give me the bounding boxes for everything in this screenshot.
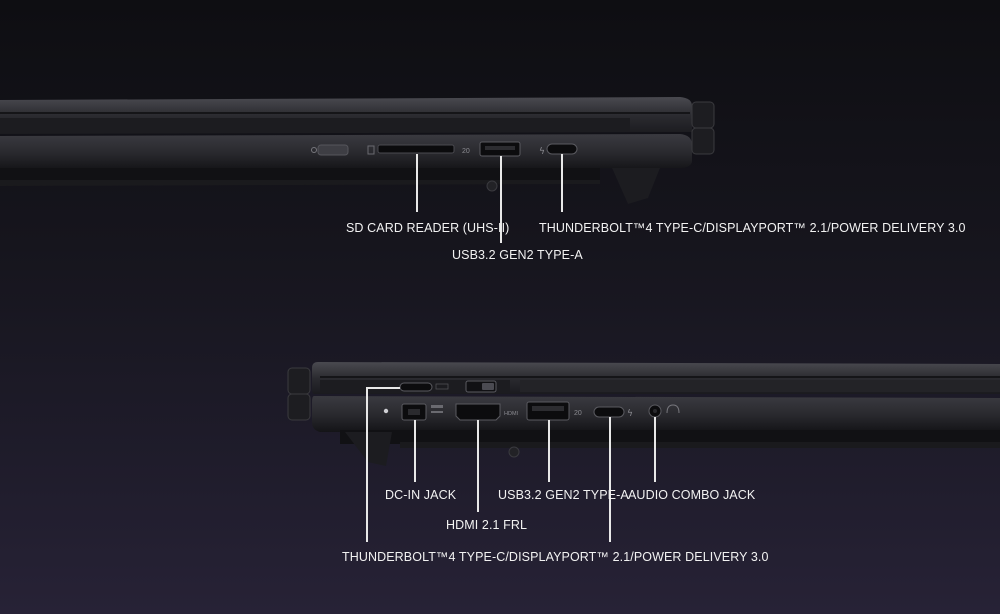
dc-in-port-icon: [401, 403, 443, 421]
thunderbolt-bottom-label: THUNDERBOLT™4 TYPE-C/DISPLAYPORT™ 2.1/PO…: [342, 550, 769, 564]
svg-text:ϟ: ϟ: [627, 409, 633, 419]
power-button-icon: [311, 144, 349, 156]
usb-a-port-icon: [479, 141, 521, 157]
leader-line-thunderbolt-right: [609, 417, 611, 542]
leader-line-thunderbolt-left: [366, 387, 368, 542]
usb-a-port-icon: 20: [526, 401, 582, 421]
sd-card-icon: [367, 144, 455, 155]
hdmi-label: HDMI 2.1 FRL: [446, 518, 528, 532]
audio-combo-label: AUDIO COMBO JACK: [628, 488, 756, 502]
leader-line-thunderbolt: [561, 154, 563, 212]
dc-in-label: DC-IN JACK: [385, 488, 457, 502]
leader-line-audio: [654, 417, 656, 482]
leader-line-usb-a: [500, 156, 502, 243]
leader-line-hdmi: [477, 420, 479, 512]
headset-icon: [666, 404, 680, 414]
leader-line-sd-card: [416, 154, 418, 212]
usb-a-label: USB3.2 GEN2 TYPE-A: [452, 248, 583, 262]
audio-jack-icon: [648, 404, 662, 418]
status-led-icon: [383, 408, 389, 414]
leader-line-thunderbolt-hook: [366, 387, 400, 389]
thunderbolt-port-icon: ϟ: [593, 406, 633, 419]
leader-line-usb-a-bottom: [548, 420, 550, 482]
bottom-laptop-body: [287, 362, 1000, 466]
leader-line-dc-in: [414, 420, 416, 482]
hdmi-marking-text: HDMI: [504, 411, 519, 417]
thunderbolt-port-icon: [399, 382, 449, 392]
thunderbolt-label: THUNDERBOLT™4 TYPE-C/DISPLAYPORT™ 2.1/PO…: [539, 221, 966, 235]
hdmi-port-icon: HDMI: [455, 403, 519, 421]
top-laptop-body: [0, 97, 715, 204]
toggle-switch: [465, 380, 497, 393]
svg-text:ϟ: ϟ: [539, 147, 545, 157]
usb-speed-text: 20: [462, 148, 470, 155]
usb-speed-marking: 20: [462, 148, 470, 155]
sd-card-reader-label: SD CARD READER (UHS-II): [346, 221, 510, 235]
usb-a-bottom-label: USB3.2 GEN2 TYPE-A: [498, 488, 629, 502]
usb-speed-text: 20: [574, 410, 582, 417]
